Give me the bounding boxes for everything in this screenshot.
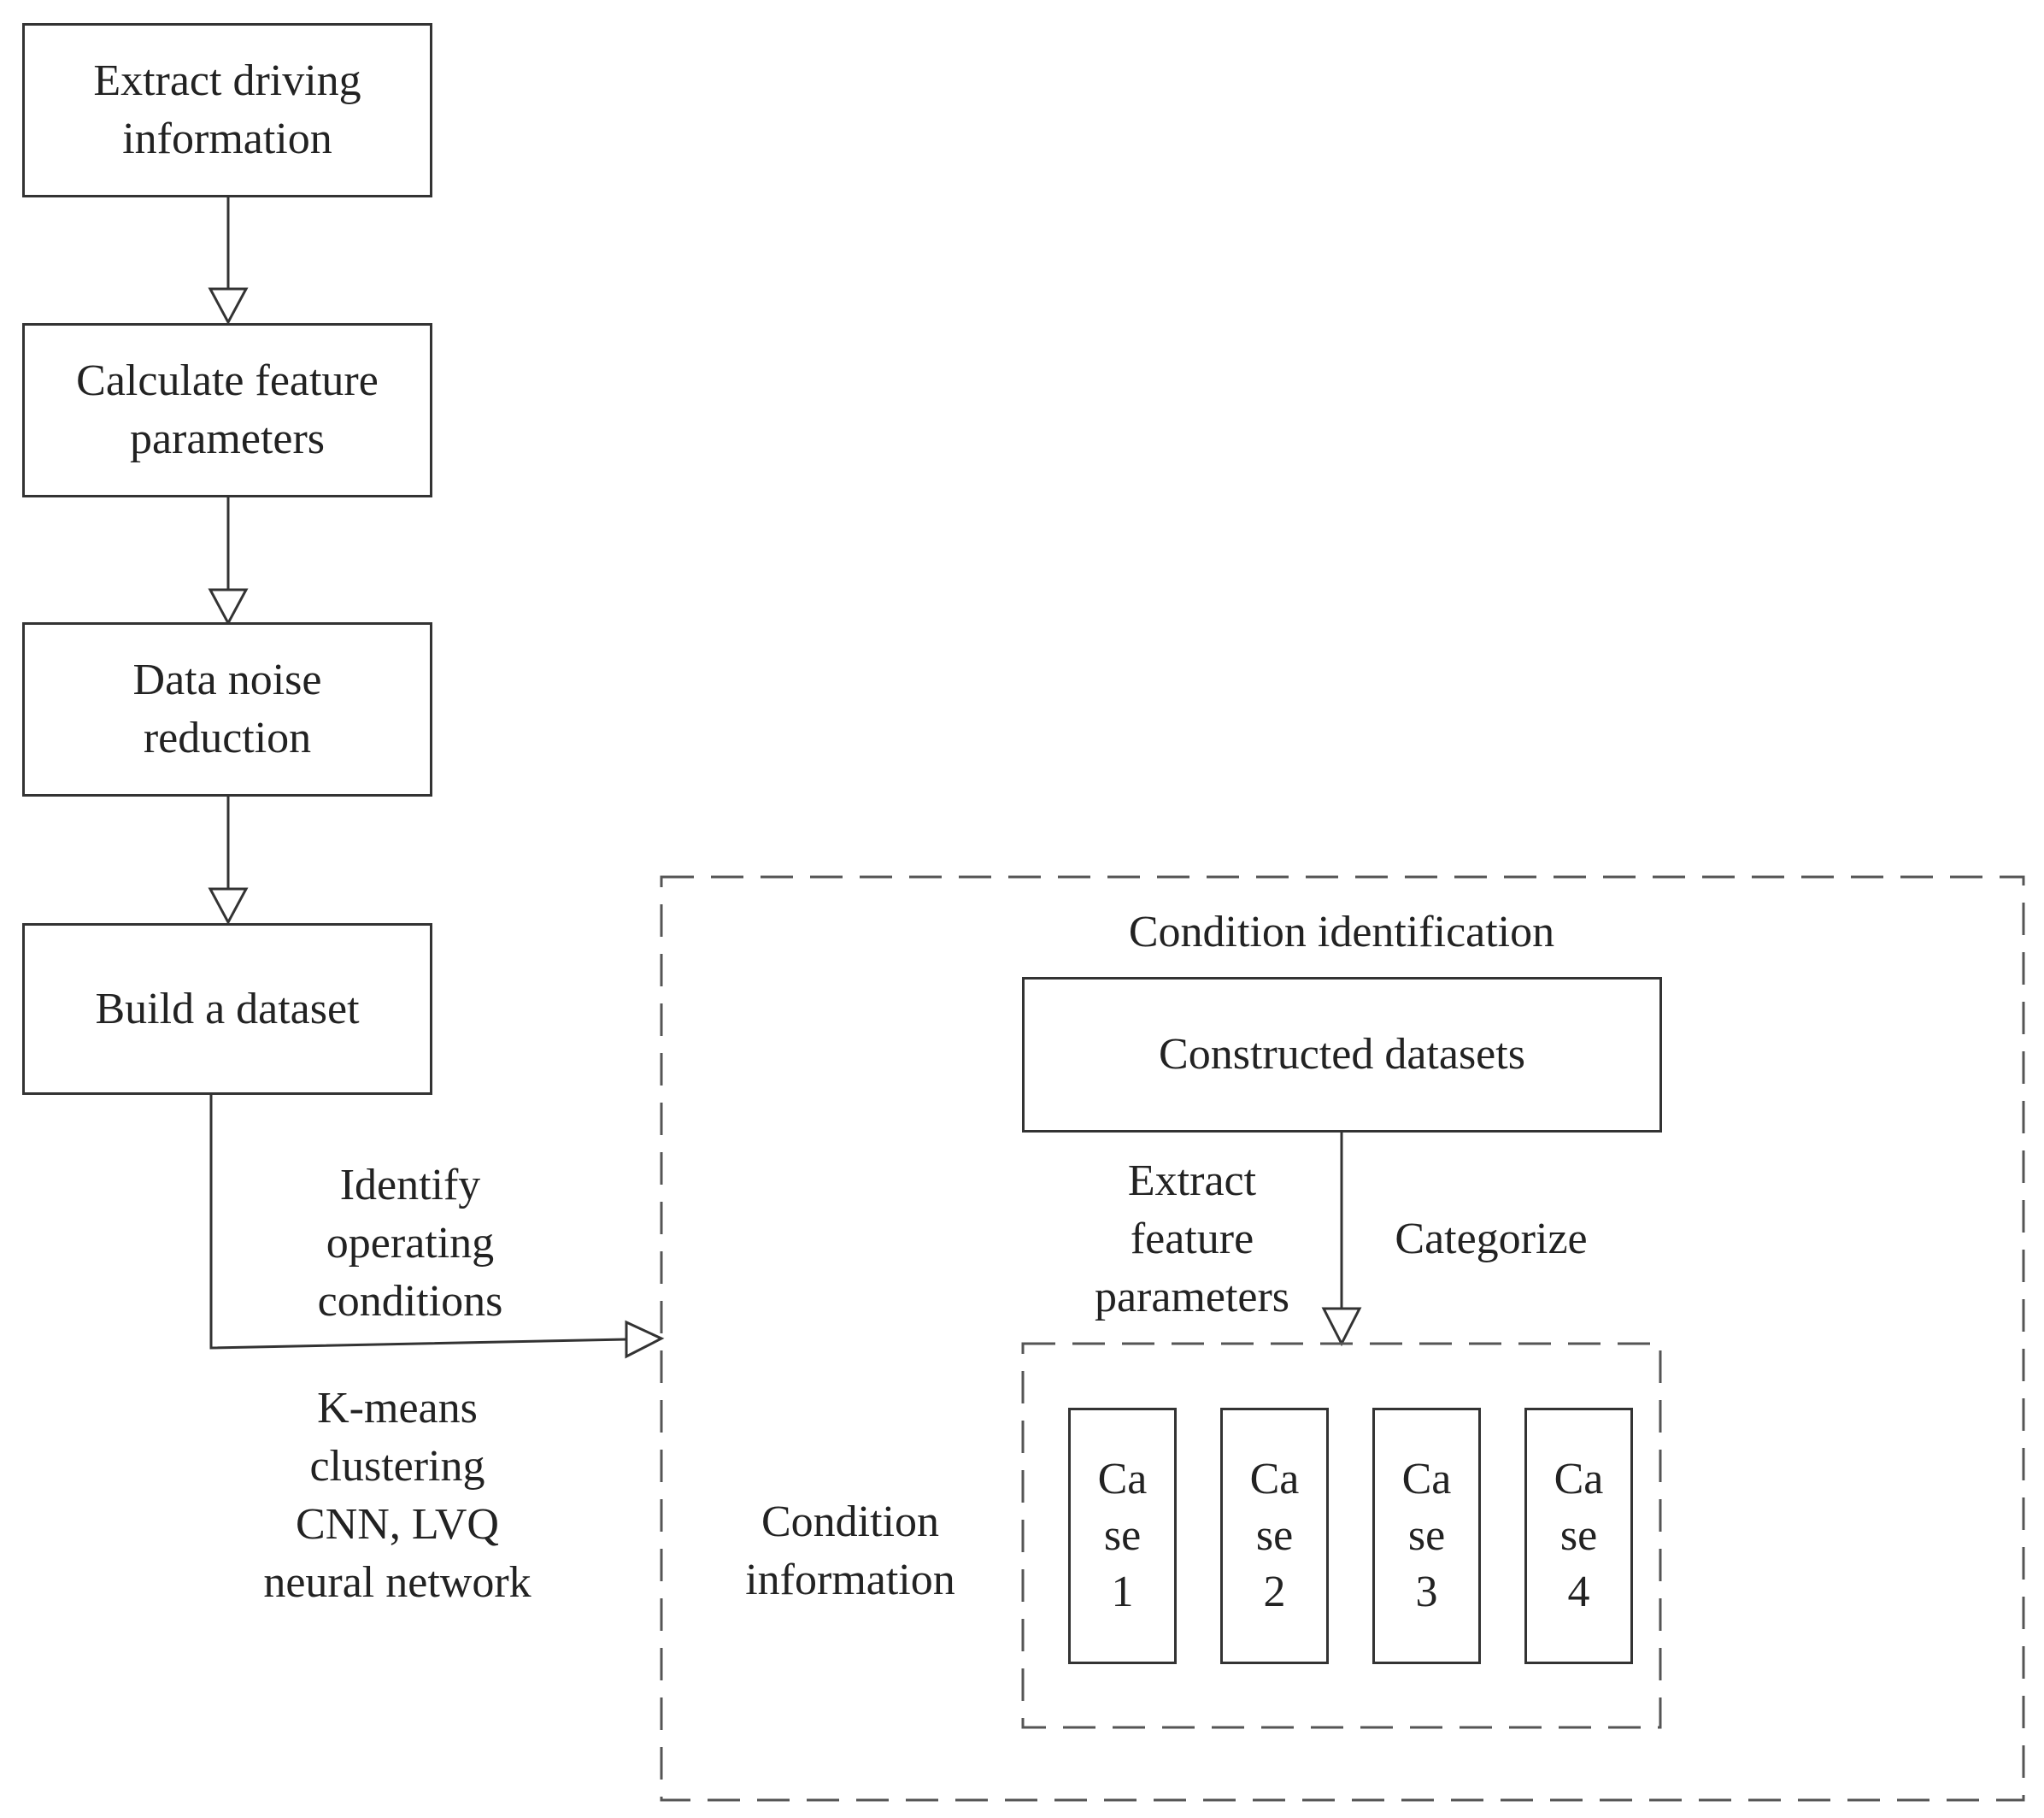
arrowhead-calculate [208, 287, 249, 326]
arrowhead-categorize [1321, 1307, 1362, 1347]
arrowhead-build [208, 887, 249, 926]
constructed-datasets-box: Constructed datasets [1022, 977, 1662, 1133]
arrowhead-noise [208, 588, 249, 627]
step-label: Data noise reduction [132, 656, 322, 762]
case-1-box: Ca se 1 [1068, 1408, 1177, 1664]
case-2-box: Ca se 2 [1220, 1408, 1329, 1664]
methods-label: K-means clustering CNN, LVQ neural netwo… [263, 1384, 532, 1607]
identify-operating-conditions-label: Identify operating conditions [317, 1161, 503, 1326]
case-4-box: Ca se 4 [1524, 1408, 1633, 1664]
step-build-dataset: Build a dataset [22, 923, 432, 1095]
categorize-label: Categorize [1395, 1215, 1588, 1263]
step-data-noise-reduction: Data noise reduction [22, 622, 432, 797]
arrowhead-identification [625, 1320, 665, 1359]
step-extract-driving-information: Extract driving information [22, 23, 432, 197]
condition-identification-title: Condition identification [1128, 908, 1555, 956]
case-3-box: Ca se 3 [1372, 1408, 1481, 1664]
step-label: Build a dataset [95, 984, 360, 1033]
condition-information-label: Condition information [745, 1497, 955, 1604]
step-label: Calculate feature parameters [76, 356, 379, 463]
cases-frame [1021, 1342, 1662, 1729]
extract-feature-parameters-label: Extract feature parameters [1094, 1156, 1290, 1321]
arrow-build-to-identification [209, 1095, 627, 1350]
step-label: Extract driving information [93, 56, 361, 163]
step-calculate-feature-parameters: Calculate feature parameters [22, 323, 432, 497]
